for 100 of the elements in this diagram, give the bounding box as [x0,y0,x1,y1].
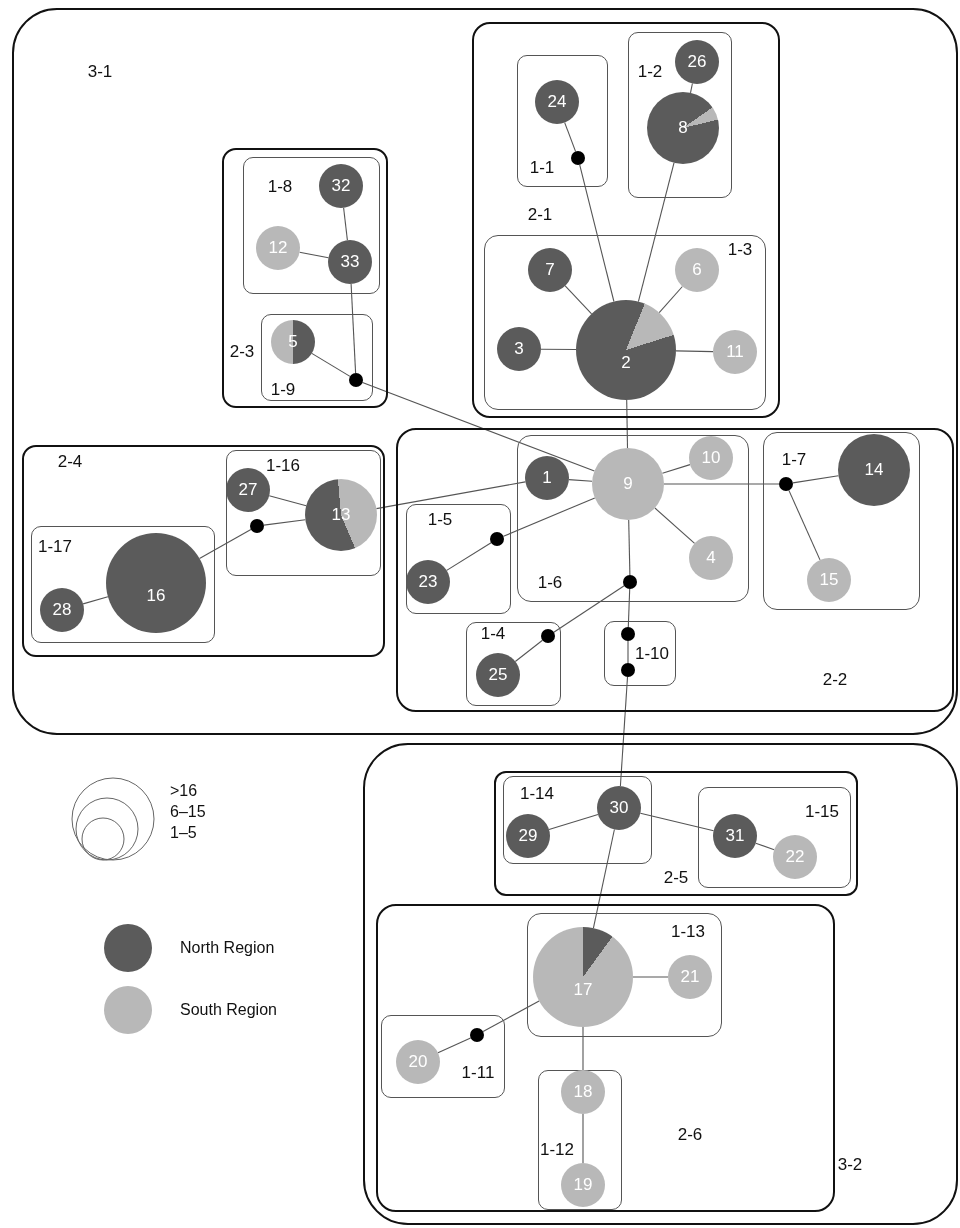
haplotype-circle [271,320,315,364]
connector-line [514,639,544,663]
connector-line [689,82,693,94]
haplotype-number: 24 [547,92,567,112]
clade-box [22,445,385,657]
haplotype-number: 25 [488,665,508,685]
connector-line [658,285,683,314]
haplotype-circle [773,835,817,879]
haplotype-number: 8 [678,118,688,138]
clade-label: 1-13 [671,922,705,942]
legend-label: North Region [180,938,275,958]
junction-dot [571,151,585,165]
haplotype-number: 10 [701,448,721,468]
haplotype-number: 27 [238,480,258,500]
legend-label: 6–15 [170,802,206,822]
haplotype-number: 6 [692,260,702,280]
clade-label: 1-14 [520,784,554,804]
clade-label: 1-5 [427,510,453,530]
haplotype-number: 18 [573,1082,593,1102]
haplotype-circle [256,226,300,270]
junction-dot [621,627,635,641]
clade-box [763,432,920,610]
haplotype-number: 31 [725,826,745,846]
connector-line [661,464,691,474]
connector-line [437,1037,472,1054]
haplotype-circle [675,248,719,292]
connector-line [564,122,577,152]
connector-line [343,207,348,241]
haplotype-number: 23 [418,572,438,592]
haplotype-number: 5 [288,332,298,352]
clade-label: 1-3 [727,240,753,260]
clade-label: 2-3 [229,342,255,362]
clade-box [628,32,732,198]
haplotype-circle [689,436,733,480]
clade-label: 3-2 [837,1155,863,1175]
haplotype-number: 2 [621,352,631,373]
connector-line [632,976,669,978]
junction-dot [621,663,635,677]
connector-line [350,283,357,374]
haplotype-number: 12 [268,238,288,258]
clade-box [381,1015,505,1098]
clade-box [503,776,652,864]
connector-line [311,352,351,377]
clade-label: 1-6 [537,573,563,593]
connector-line [198,528,252,559]
connector-line [755,842,775,851]
haplotype-number: 33 [340,252,360,272]
clade-box [538,1070,622,1210]
clade-box [261,314,373,401]
haplotype-circle [476,653,520,697]
connector-line [263,519,306,526]
connector-line [548,813,599,831]
connector-line [375,481,526,510]
haplotype-circle [497,327,541,371]
clade-label: 1-2 [637,62,663,82]
connector-line [568,479,593,482]
haplotype-circle [713,330,757,374]
legend-label: >16 [170,781,198,801]
haplotype-number: 28 [52,600,72,620]
clade-box [406,504,511,614]
connector-line [502,497,596,537]
connector-line [675,350,714,353]
clade-box [517,55,608,187]
connector-line [592,828,615,929]
clade-box [604,621,676,686]
connector-line [582,1026,584,1071]
haplotype-number: 14 [864,460,884,480]
clade-label: 2-6 [677,1125,703,1145]
haplotype-number: 1 [542,468,552,488]
haplotype-circle [535,80,579,124]
haplotype-circle [689,536,733,580]
connector-line [582,1113,584,1164]
haplotype-circle [319,164,363,208]
junction-dot [623,575,637,589]
clade-label: 1-16 [266,456,300,476]
junction-dot [779,477,793,491]
haplotype-circle [40,588,84,632]
haplotype-number: 22 [785,847,805,867]
clade-box [484,235,766,410]
clade-box [31,526,215,643]
clade-box [466,622,561,706]
clade-label: 1-11 [461,1063,495,1083]
haplotype-number: 11 [726,342,744,362]
clade-box [376,904,835,1212]
haplotype-circle [528,248,572,292]
connector-line [627,588,631,628]
clade-label: 1-4 [480,624,506,644]
connector-line [82,596,109,605]
connector-line [663,483,780,485]
haplotype-number: 9 [623,474,633,494]
haplotype-number: 7 [545,260,555,280]
clade-box [698,787,851,888]
clade-label: 1-1 [529,158,555,178]
legend-label: 1–5 [170,823,197,843]
connector-line [482,1000,540,1033]
clade-box [226,450,381,576]
connector-line [579,164,615,303]
connector-line [637,162,675,303]
clade-label: 3-1 [87,62,113,82]
junction-dot [250,519,264,533]
